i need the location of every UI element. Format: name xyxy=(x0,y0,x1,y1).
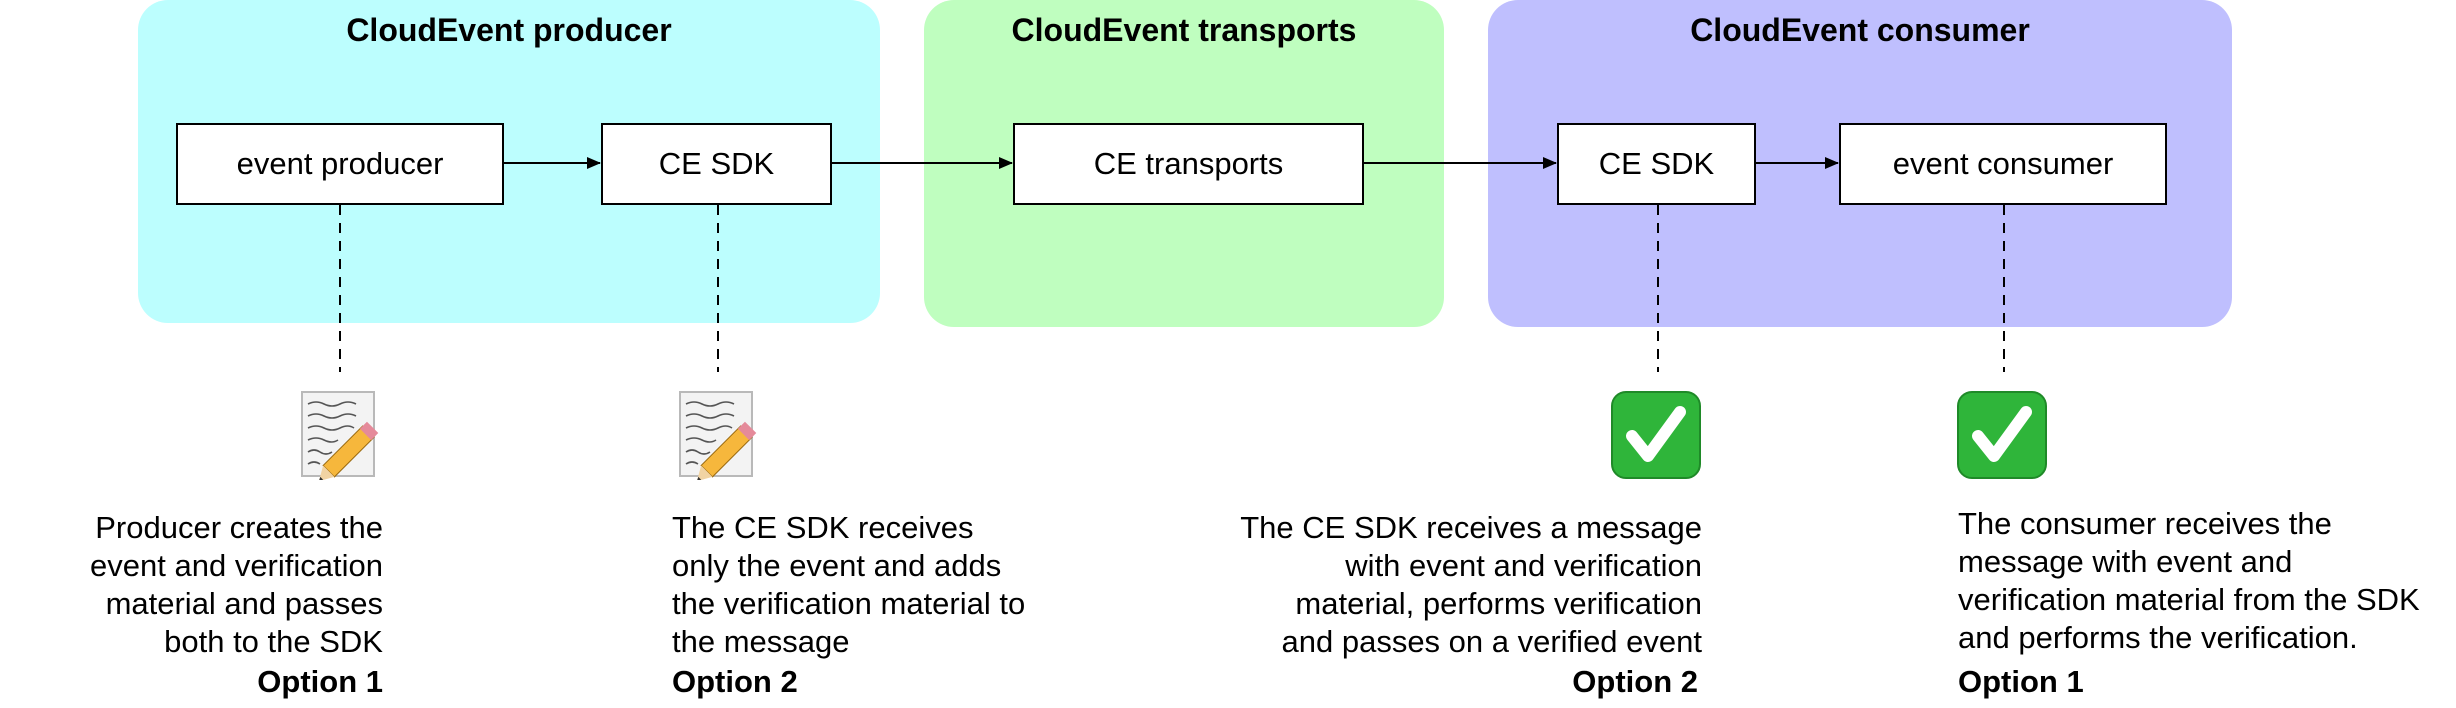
option-label-producer-2: Option 2 xyxy=(672,664,798,699)
ce-transports-node: CE transports xyxy=(1013,123,1364,205)
producer-group-title: CloudEvent producer xyxy=(346,12,672,48)
ce-sdk-consumer-node: CE SDK xyxy=(1557,123,1756,205)
transports-group-title: CloudEvent transports xyxy=(1011,12,1357,48)
event-producer-node: event producer xyxy=(176,123,504,205)
caption-producer-option1: Producer creates the event and verificat… xyxy=(90,510,383,659)
check-mark-icon xyxy=(1956,390,2048,480)
caption-consumer-option2: The CE SDK receives a message with event… xyxy=(1240,510,1702,659)
caption-producer-option2: The CE SDK receives only the event and a… xyxy=(672,510,1026,659)
event-consumer-node: event consumer xyxy=(1839,123,2167,205)
option-label-consumer-1: Option 1 xyxy=(1958,664,2084,699)
caption-consumer-option1: The consumer receives the message with e… xyxy=(1958,506,2420,655)
check-mark-icon xyxy=(1610,390,1702,480)
memo-pencil-icon xyxy=(678,390,762,482)
memo-pencil-icon xyxy=(300,390,384,482)
ce-sdk-producer-node: CE SDK xyxy=(601,123,832,205)
consumer-group-title: CloudEvent consumer xyxy=(1690,12,2030,48)
option-label-producer-1: Option 1 xyxy=(257,664,383,699)
option-label-consumer-2: Option 2 xyxy=(1572,664,1698,699)
